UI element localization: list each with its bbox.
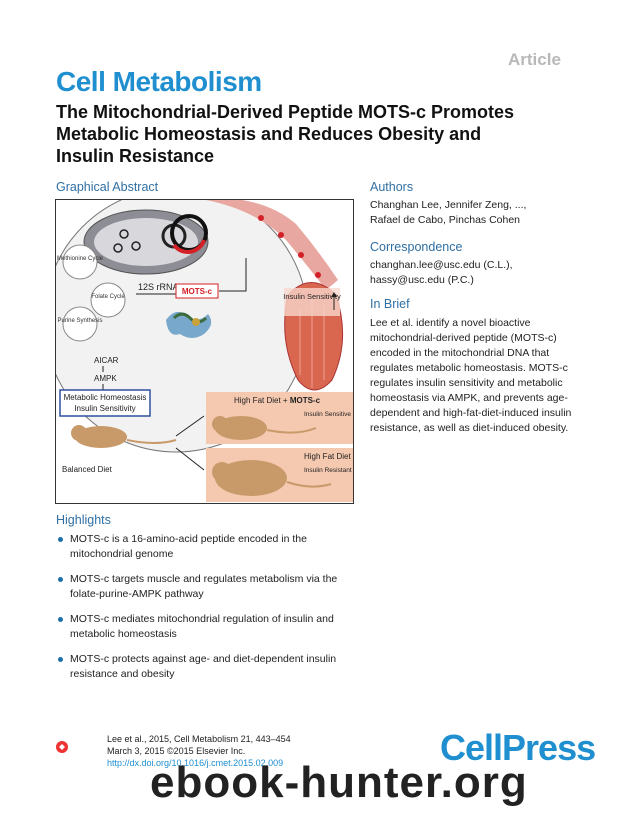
authors-line-1: Changhan Lee, Jennifer Zeng, ..., bbox=[370, 199, 527, 211]
authors-line-2: Rafael de Cabo, Pinchas Cohen bbox=[370, 214, 521, 226]
email-2[interactable]: hassy@usc.edu (P.C.) bbox=[370, 274, 474, 286]
correspondence-emails: changhan.lee@usc.edu (C.L.), hassy@usc.e… bbox=[370, 258, 570, 288]
hfd-mots-label: High Fat Diet + MOTS-c bbox=[234, 396, 321, 405]
doi-link[interactable]: http://dx.doi.org/10.1016/j.cmet.2015.02… bbox=[107, 758, 284, 768]
purine-synthesis-node bbox=[62, 306, 98, 342]
peptide-structure-icon bbox=[166, 311, 212, 338]
highlight-item: MOTS-c is a 16-amino-acid peptide encode… bbox=[56, 532, 356, 562]
highlights-heading: Highlights bbox=[56, 513, 111, 527]
email-1[interactable]: changhan.lee@usc.edu (C.L.), bbox=[370, 259, 513, 271]
citation-line-1: Lee et al., 2015, Cell Metabolism 21, 44… bbox=[107, 734, 291, 744]
citation-line-2: March 3, 2015 ©2015 Elsevier Inc. bbox=[107, 746, 246, 756]
mouse-obese-icon bbox=[212, 460, 332, 496]
balanced-diet-label: Balanced Diet bbox=[62, 465, 113, 474]
insulin-resistant-label: Insulin Resistant bbox=[304, 467, 352, 474]
mouse-balanced-icon bbox=[71, 425, 177, 448]
graphical-abstract-figure: Methionine Cycle Folate Cycle Purine Syn… bbox=[55, 199, 354, 504]
aicar-label: AICAR bbox=[94, 356, 119, 365]
journal-name: Cell Metabolism bbox=[56, 66, 262, 97]
blood-vessel bbox=[206, 200, 338, 290]
in-brief-text: Lee et al. identify a novel bioactive mi… bbox=[370, 317, 572, 434]
mouse-mots-icon bbox=[212, 416, 317, 440]
correspondence-heading: Correspondence bbox=[370, 240, 463, 254]
rrna-label: 12S rRNA bbox=[138, 282, 179, 292]
methionine-cycle-node bbox=[62, 244, 98, 280]
folate-cycle-label: Folate Cycle bbox=[91, 294, 125, 300]
citation-block: Lee et al., 2015, Cell Metabolism 21, 44… bbox=[107, 733, 291, 769]
graphical-abstract-heading: Graphical Abstract bbox=[56, 180, 159, 194]
article-title: The Mitochondrial-Derived Peptide MOTS-c… bbox=[56, 102, 515, 166]
bullet-icon bbox=[58, 577, 63, 582]
hfd-label: High Fat Diet bbox=[304, 452, 351, 461]
muscle-insulin-sensitivity-label: Insulin Sensitivity bbox=[283, 292, 341, 301]
bullet-icon bbox=[58, 537, 63, 542]
homeostasis-label: Metabolic Homeostasis bbox=[64, 393, 147, 402]
insulin-sensitivity-label: Insulin Sensitivity bbox=[74, 404, 135, 413]
watermark-text: ebook-hunter.org bbox=[150, 758, 528, 807]
mitochondrion-icon bbox=[83, 209, 209, 275]
highlight-item: MOTS-c targets muscle and regulates meta… bbox=[56, 572, 356, 602]
ampk-label: AMPK bbox=[94, 374, 117, 383]
authors-heading: Authors bbox=[370, 180, 414, 194]
article-type-label: Article bbox=[508, 50, 561, 69]
authors-list: Changhan Lee, Jennifer Zeng, ..., Rafael… bbox=[370, 198, 570, 228]
bullet-icon bbox=[58, 657, 63, 662]
insulin-sensitive-label: Insulin Sensitive bbox=[304, 411, 351, 418]
highlight-item: MOTS-c mediates mitochondrial regulation… bbox=[56, 612, 356, 642]
homeostasis-box bbox=[59, 389, 151, 417]
highlights-list: MOTS-c is a 16-amino-acid peptide encode… bbox=[56, 532, 356, 692]
purine-synthesis-label: Purine Synthesis bbox=[57, 318, 102, 324]
bullet-icon bbox=[58, 617, 63, 622]
highlight-item: MOTS-c protects against age- and diet-de… bbox=[56, 652, 356, 682]
folate-cycle-node bbox=[90, 282, 126, 318]
mots-c-box bbox=[175, 283, 219, 299]
mots-c-label: MOTS-c bbox=[182, 287, 213, 296]
in-brief-heading: In Brief bbox=[370, 297, 410, 311]
crossmark-logo[interactable] bbox=[56, 740, 100, 754]
cellpress-logo: CellPress bbox=[440, 727, 596, 768]
methionine-cycle-label: Methionine Cycle bbox=[57, 256, 104, 262]
